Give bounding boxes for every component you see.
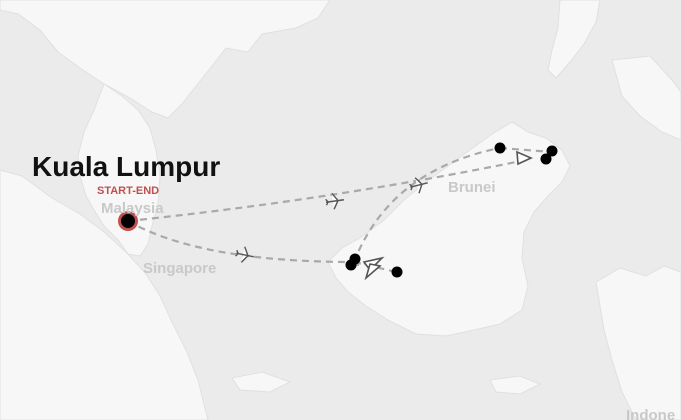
airplane-icon bbox=[235, 246, 254, 263]
label-malaysia: Malaysia bbox=[101, 200, 164, 217]
stop-marker[interactable] bbox=[391, 266, 403, 278]
airplane-icon bbox=[409, 177, 428, 194]
stop-marker[interactable] bbox=[494, 142, 506, 154]
land-islands-south-2 bbox=[489, 375, 542, 395]
label-indonesia: Indone bbox=[626, 407, 675, 420]
land-islands-south bbox=[231, 371, 292, 393]
land-sulawesi bbox=[595, 265, 681, 420]
stop-marker[interactable] bbox=[345, 259, 357, 271]
airplanes bbox=[235, 177, 428, 263]
arrows bbox=[362, 150, 533, 281]
label-singapore: Singapore bbox=[143, 260, 216, 277]
airplane-icon bbox=[325, 192, 345, 210]
land-philippines bbox=[547, 0, 601, 79]
route-kl-to-sabah bbox=[127, 158, 527, 223]
land-sumatra bbox=[0, 169, 209, 420]
stops bbox=[345, 142, 558, 278]
stop-marker[interactable] bbox=[546, 145, 558, 157]
route-sabah-local bbox=[499, 146, 553, 154]
route-kl-to-kuching bbox=[127, 220, 355, 264]
arrow-icon bbox=[516, 150, 533, 166]
origin-title: Kuala Lumpur bbox=[32, 151, 220, 182]
origin-marker[interactable] bbox=[118, 211, 138, 231]
land-malay-peninsula bbox=[77, 83, 161, 257]
origin-dot bbox=[121, 214, 135, 228]
land-indochina bbox=[0, 0, 331, 119]
land-palawan bbox=[611, 55, 681, 141]
label-brunei: Brunei bbox=[448, 179, 496, 196]
arrow-icon bbox=[364, 263, 382, 281]
origin-tag: START-END bbox=[97, 185, 159, 197]
stop-marker[interactable] bbox=[540, 153, 552, 165]
